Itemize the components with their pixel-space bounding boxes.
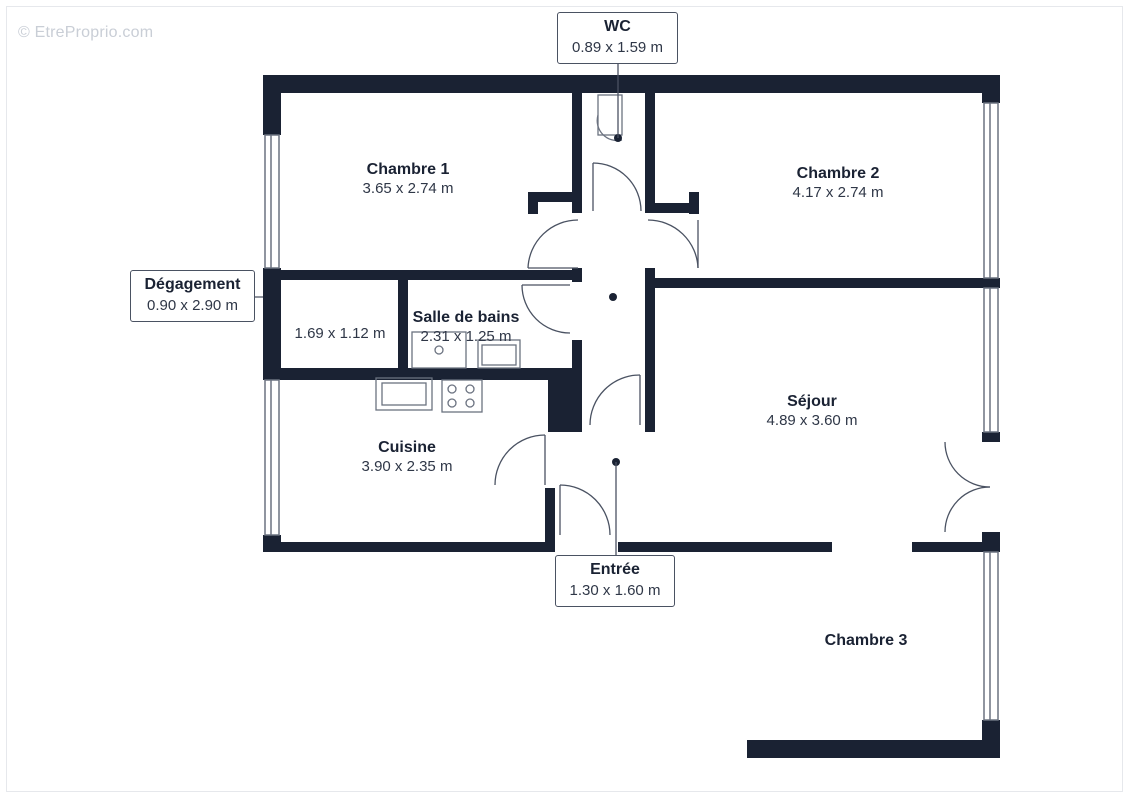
page-frame	[6, 6, 1123, 792]
degagement-name: Dégagement	[144, 276, 241, 293]
degagement-callout: Dégagement 0.90 x 2.90 m	[130, 270, 255, 322]
sejour-label: Séjour 4.89 x 3.60 m	[767, 392, 858, 431]
chambre1-name: Chambre 1	[366, 161, 450, 178]
chambre3-name: Chambre 3	[824, 632, 908, 649]
chambre1-label: Chambre 1 3.65 x 2.74 m	[363, 160, 454, 199]
chambre2-name: Chambre 2	[796, 165, 880, 182]
wc-callout: WC 0.89 x 1.59 m	[557, 12, 678, 64]
placard-label: 1.69 x 1.12 m	[295, 325, 386, 344]
entree-name: Entrée	[590, 561, 640, 578]
salle-de-bains-name: Salle de bains	[412, 309, 520, 326]
fixtures	[375, 94, 623, 413]
cuisine-name: Cuisine	[378, 439, 436, 456]
sejour-dims: 4.89 x 3.60 m	[766, 412, 858, 429]
windows	[264, 102, 999, 721]
placard-dims: 1.69 x 1.12 m	[294, 325, 386, 342]
cuisine-label: Cuisine 3.90 x 2.35 m	[362, 438, 453, 477]
wc-dims: 0.89 x 1.59 m	[572, 38, 663, 56]
entree-callout: Entrée 1.30 x 1.60 m	[555, 555, 675, 607]
wc-name: WC	[604, 18, 631, 35]
degagement-dims: 0.90 x 2.90 m	[147, 296, 238, 314]
salle-de-bains-dims: 2.31 x 1.25 m	[420, 328, 512, 345]
chambre2-label: Chambre 2 4.17 x 2.74 m	[793, 164, 884, 203]
sejour-name: Séjour	[787, 393, 837, 410]
watermark: © EtreProprio.com	[18, 24, 154, 41]
doors	[494, 162, 991, 536]
chambre2-dims: 4.17 x 2.74 m	[792, 184, 884, 201]
salle-de-bains-label: Salle de bains 2.31 x 1.25 m	[413, 308, 520, 347]
walls	[263, 75, 1000, 758]
chambre1-dims: 3.65 x 2.74 m	[362, 180, 454, 197]
entree-dims: 1.30 x 1.60 m	[569, 581, 661, 599]
chambre3-label: Chambre 3	[825, 631, 908, 651]
cuisine-dims: 3.90 x 2.35 m	[361, 458, 453, 475]
